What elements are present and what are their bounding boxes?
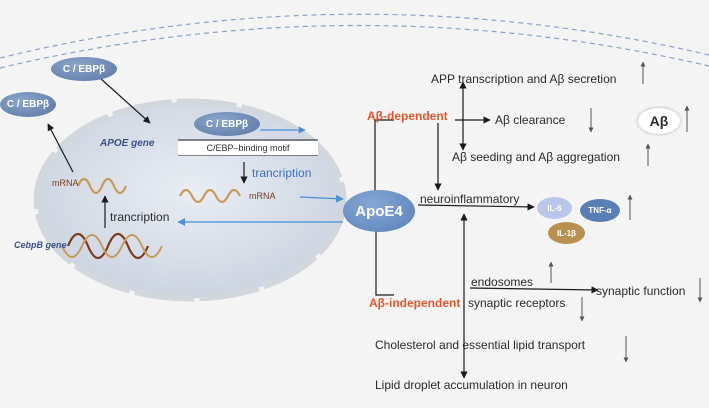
- dependent-branch-line: [374, 119, 394, 192]
- to-cytokines-arrow: [417, 203, 535, 211]
- neuroinflammatory-label: neuroinflammatory: [420, 192, 520, 206]
- cell-membrane-outer: [0, 13, 709, 59]
- cebpb-protein-gene: C / EBPβ: [194, 112, 260, 136]
- abeta-badge: Aβ: [638, 108, 680, 134]
- apoe-gene-label: APOE gene: [100, 138, 155, 149]
- mrna-wave-right: [179, 188, 241, 204]
- transcription-label-1: trancription: [252, 166, 312, 180]
- tnfa-badge: TNF-α: [580, 199, 620, 222]
- synaptic-function-label: synaptic function: [596, 284, 686, 298]
- app-transcription-label: APP transcription and Aβ secretion: [431, 72, 617, 86]
- cell-membrane-inner: [0, 24, 709, 69]
- to-synaptic-function-arrow: [469, 286, 599, 294]
- cebpb-to-gene-arrow: [99, 77, 151, 124]
- mrna-to-cebpb-arrow: [47, 123, 74, 173]
- endosomes-label: endosomes: [471, 275, 534, 289]
- il1b-badge: IL-1β: [548, 222, 585, 244]
- apoe4-protein: ApoE4: [343, 190, 415, 232]
- mrna-to-apoe4-arrow: [299, 194, 344, 203]
- cebpb-protein-top: C / EBPβ: [51, 57, 117, 81]
- abeta-independent-label: Aβ-independent: [369, 296, 461, 310]
- abeta-seeding-label: Aβ seeding and Aβ aggregation: [452, 150, 620, 164]
- cebpb-gene-label: CebpB gene: [14, 240, 67, 250]
- abeta-dependent-label: Aβ-dependent: [367, 109, 448, 123]
- cebp-binding-motif-label: C/EBP–binding motif: [178, 141, 318, 155]
- mrna-label-right: mRNA: [249, 191, 276, 201]
- il6-badge: IL-6: [537, 197, 572, 219]
- cebpb-protein-left: C / EBPβ: [0, 92, 56, 117]
- synaptic-receptors-label: synaptic receptors: [468, 296, 566, 310]
- lipid-droplet-label: Lipid droplet accumulation in neuron: [375, 378, 568, 392]
- gene-wave-b: [61, 234, 163, 258]
- cholesterol-label: Cholesterol and essential lipid transpor…: [375, 338, 586, 352]
- independent-branch-line: [375, 230, 394, 296]
- abeta-clearance-label: Aβ clearance: [495, 113, 566, 127]
- mrna-wave-left: [76, 177, 128, 195]
- nucleus: [33, 98, 347, 302]
- gene-wave-a: [66, 232, 150, 260]
- transcription-label-2: trancription: [110, 210, 170, 224]
- mrna-label-left: mRNA: [52, 178, 79, 188]
